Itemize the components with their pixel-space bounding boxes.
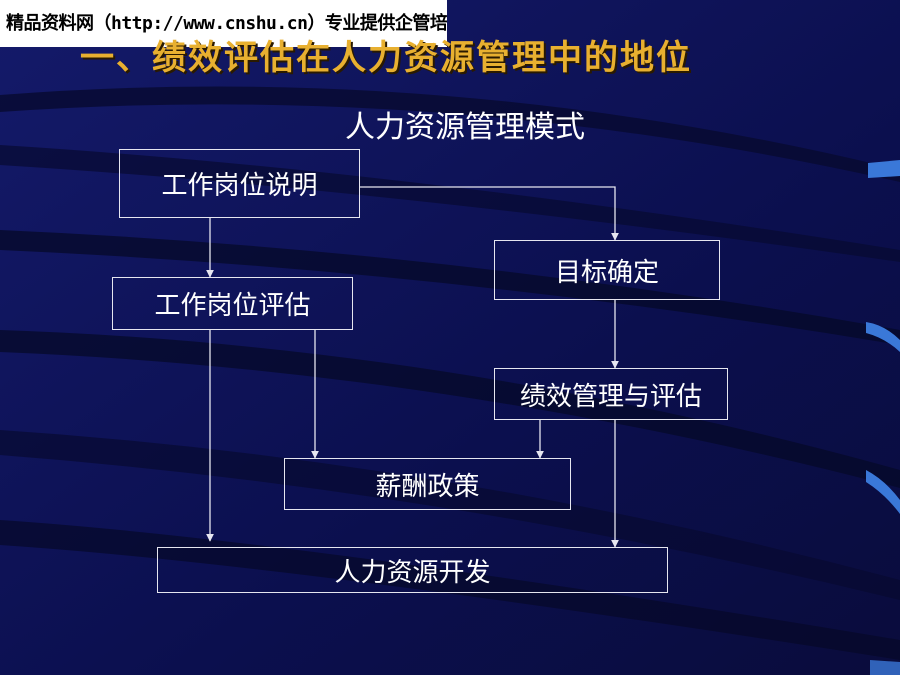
node-job-evaluation: 工作岗位评估 bbox=[112, 277, 353, 330]
node-hr-development: 人力资源开发 bbox=[157, 547, 668, 593]
watermark-banner: 精品资料网（http://www.cnshu.cn）专业提供企管培训资料 bbox=[0, 0, 447, 47]
node-goal-setting: 目标确定 bbox=[494, 240, 720, 300]
node-performance: 绩效管理与评估 bbox=[494, 368, 728, 420]
slide-title: 一、绩效评估在人力资源管理中的地位 bbox=[80, 38, 692, 78]
node-job-description: 工作岗位说明 bbox=[119, 149, 360, 218]
node-compensation: 薪酬政策 bbox=[284, 458, 571, 510]
diagram-title: 人力资源管理模式 bbox=[345, 110, 585, 145]
